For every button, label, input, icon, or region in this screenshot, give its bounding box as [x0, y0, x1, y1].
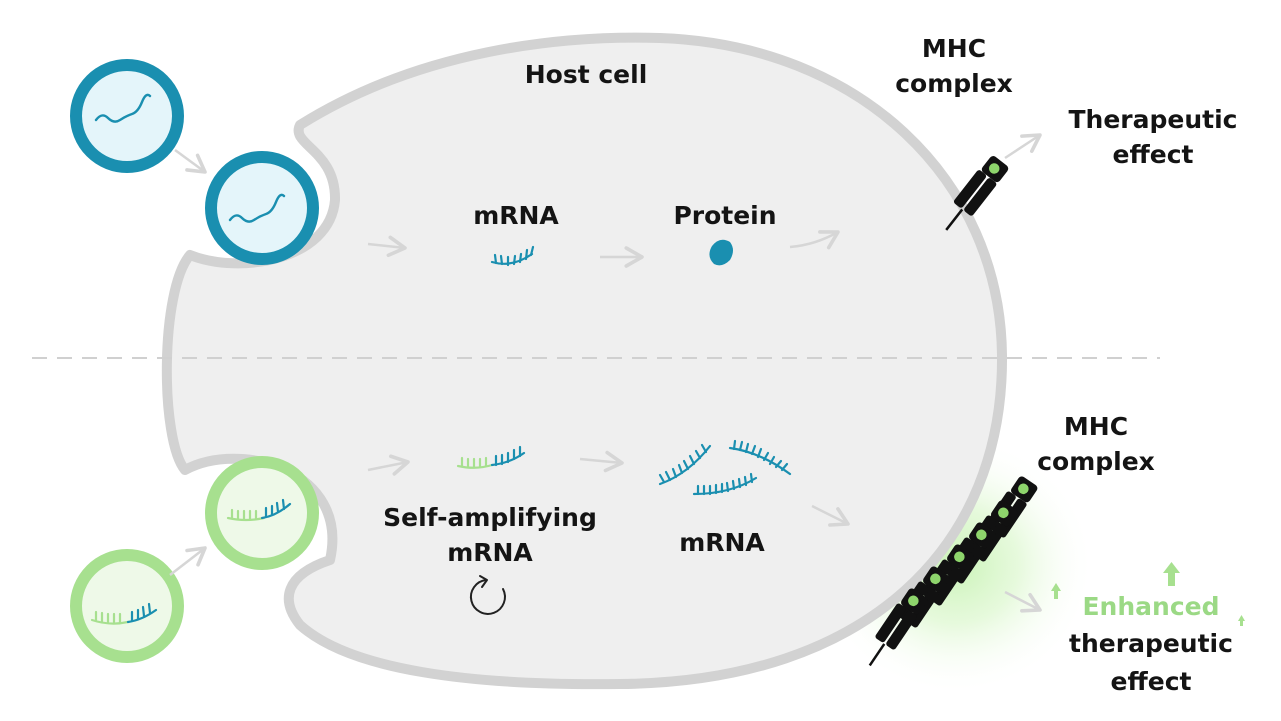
arrow-top-1 [367, 235, 407, 258]
mhc-top-label-line2: complex [895, 69, 1013, 98]
therapeutic-effect-line2: effect [1113, 140, 1194, 169]
vesicle-outside-top [70, 59, 184, 173]
mrna-bottom-label: mRNA [679, 528, 765, 557]
mhc-complex-bottom-6 [868, 588, 928, 667]
vesicle-entering-top [205, 151, 319, 265]
protein-blob [709, 239, 733, 266]
host-cell [161, 32, 1008, 690]
enhanced-effect-label: effect [1111, 667, 1192, 696]
arrow-bottom-3 [811, 504, 850, 527]
host-cell-label: Host cell [525, 60, 648, 89]
amplified-mrna-strands [658, 439, 792, 496]
vesicle-outside-bottom [70, 549, 184, 663]
enhanced-therapeutic-label: therapeutic [1069, 629, 1233, 658]
arrow-top-therapeutic [1004, 133, 1042, 160]
arrow-top-vesicle-in [174, 148, 207, 174]
self-amplifying-mrna-strand [456, 445, 526, 469]
arrow-bottom-enhanced [1004, 590, 1042, 613]
mrna-top-label: mRNA [473, 201, 559, 230]
arrow-top-3 [789, 230, 840, 250]
up-arrow-icon [1051, 562, 1245, 626]
circular-arrow-icon [470, 575, 506, 615]
enhanced-label: Enhanced [1082, 592, 1219, 621]
mhc-complex-top [945, 156, 1009, 231]
self-amplifying-label-line2: mRNA [447, 538, 533, 567]
mhc-bottom-label-line2: complex [1037, 447, 1155, 476]
arrow-bottom-vesicle-in [169, 546, 207, 576]
arrow-bottom-1 [367, 454, 410, 476]
self-amplifying-label-line1: Self-amplifying [383, 503, 597, 532]
therapeutic-effect-line1: Therapeutic [1069, 105, 1238, 134]
mhc-bottom-label-line1: MHC [1064, 412, 1128, 441]
mrna-strand-top [490, 245, 535, 267]
vesicle-entering-bottom [205, 456, 319, 570]
mhc-top-label-line1: MHC [922, 34, 986, 63]
protein-label: Protein [673, 201, 776, 230]
arrow-bottom-2 [579, 450, 624, 473]
